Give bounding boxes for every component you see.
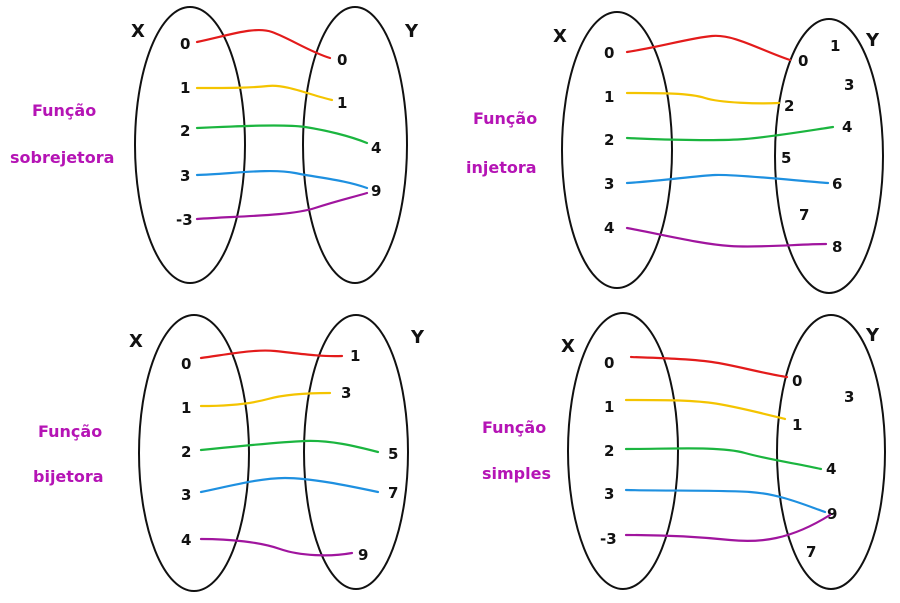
function-title-line2: simples	[482, 464, 551, 483]
x-value: 1	[180, 79, 190, 97]
mapping-arrow	[195, 124, 369, 145]
y-value: 1	[337, 94, 347, 112]
mapping-arrow	[199, 349, 344, 360]
mapping-arrow	[625, 91, 781, 105]
x-value: 2	[180, 122, 190, 140]
diagram-injetora: X Y Função injetora 0 1 2 3 4 0 1 3 2 4 …	[466, 11, 884, 294]
x-value: 3	[180, 167, 190, 185]
y-value: 3	[341, 384, 351, 402]
x-value: 1	[604, 88, 614, 106]
function-title-line2: sobrejetora	[10, 148, 114, 167]
x-value: 0	[180, 35, 190, 53]
mapping-arrow	[199, 439, 380, 454]
set-x-label: X	[129, 331, 143, 352]
mapping-arrow	[629, 355, 789, 379]
x-value: 0	[181, 355, 191, 373]
mapping-arrow	[625, 173, 830, 185]
y-value: 1	[830, 37, 840, 55]
set-x-oval	[134, 6, 246, 284]
mapping-arrow	[624, 447, 823, 471]
y-value: 7	[799, 206, 809, 224]
y-value: 3	[844, 388, 854, 406]
y-value: 6	[832, 175, 842, 193]
set-x-oval	[561, 11, 673, 289]
x-value: 0	[604, 354, 614, 372]
y-value: 2	[784, 97, 794, 115]
x-value: -3	[176, 211, 193, 229]
mapping-arrow	[199, 476, 380, 494]
x-value: 3	[604, 175, 614, 193]
y-value: 4	[371, 139, 381, 157]
set-x-label: X	[553, 26, 567, 47]
set-y-label: Y	[865, 325, 880, 346]
y-value: 4	[842, 118, 852, 136]
mapping-arrow	[624, 398, 787, 421]
mapping-arrow	[624, 513, 832, 543]
mapping-arrow	[199, 537, 354, 557]
mapping-arrow	[199, 391, 332, 408]
function-title-line1: Função	[32, 101, 96, 120]
x-value: 4	[181, 531, 191, 549]
x-value: 0	[604, 44, 614, 62]
mapping-arrow	[625, 125, 835, 142]
y-value: 8	[832, 238, 842, 256]
x-value: 3	[181, 486, 191, 504]
x-value: 2	[181, 443, 191, 461]
set-y-label: Y	[410, 327, 425, 348]
set-y-label: Y	[404, 21, 419, 42]
set-y-oval	[303, 314, 409, 590]
function-title-line2: injetora	[466, 158, 537, 177]
function-title-line1: Função	[473, 109, 537, 128]
mapping-arrow	[625, 34, 792, 62]
y-value: 7	[388, 484, 398, 502]
x-value: 3	[604, 485, 614, 503]
set-y-label: Y	[865, 30, 880, 51]
mapping-arrow	[624, 488, 827, 514]
x-value: 4	[604, 219, 614, 237]
set-y-oval	[776, 314, 886, 590]
x-value: 1	[181, 399, 191, 417]
y-value: 3	[844, 76, 854, 94]
set-x-label: X	[561, 336, 575, 357]
y-value: 0	[792, 372, 802, 390]
set-y-oval	[774, 18, 884, 294]
x-value: 2	[604, 131, 614, 149]
y-value: 1	[350, 347, 360, 365]
set-x-oval	[138, 314, 250, 592]
set-x-label: X	[131, 21, 145, 42]
set-y-oval	[302, 6, 408, 284]
set-x-oval	[567, 312, 679, 590]
y-value: 9	[371, 182, 381, 200]
diagram-bijetora: X Y Função bijetora 0 1 2 3 4 1 3 5 7 9	[33, 314, 425, 592]
mapping-arrow	[195, 191, 369, 221]
y-value: 5	[781, 149, 791, 167]
diagram-sobrejetora: X Y Função sobrejetora 0 1 2 3 -3 0 1 4 …	[10, 6, 419, 284]
diagram-simples: X Y Função simples 0 1 2 3 -3 0 3 1 4 9 …	[482, 312, 886, 590]
mapping-arrow	[625, 226, 828, 248]
mapping-arrow	[195, 169, 369, 190]
y-value: 7	[806, 543, 816, 561]
mapping-arrow	[195, 84, 334, 102]
function-title-line2: bijetora	[33, 467, 104, 486]
y-value: 5	[388, 445, 398, 463]
x-value: 1	[604, 398, 614, 416]
x-value: -3	[600, 530, 617, 548]
y-value: 9	[358, 546, 368, 564]
y-value: 0	[337, 51, 347, 69]
y-value: 1	[792, 416, 802, 434]
y-value: 9	[827, 505, 837, 523]
mapping-arrow	[195, 28, 332, 60]
function-title-line1: Função	[482, 418, 546, 437]
x-value: 2	[604, 442, 614, 460]
y-value: 4	[826, 460, 836, 478]
function-title-line1: Função	[38, 422, 102, 441]
y-value: 0	[798, 52, 808, 70]
